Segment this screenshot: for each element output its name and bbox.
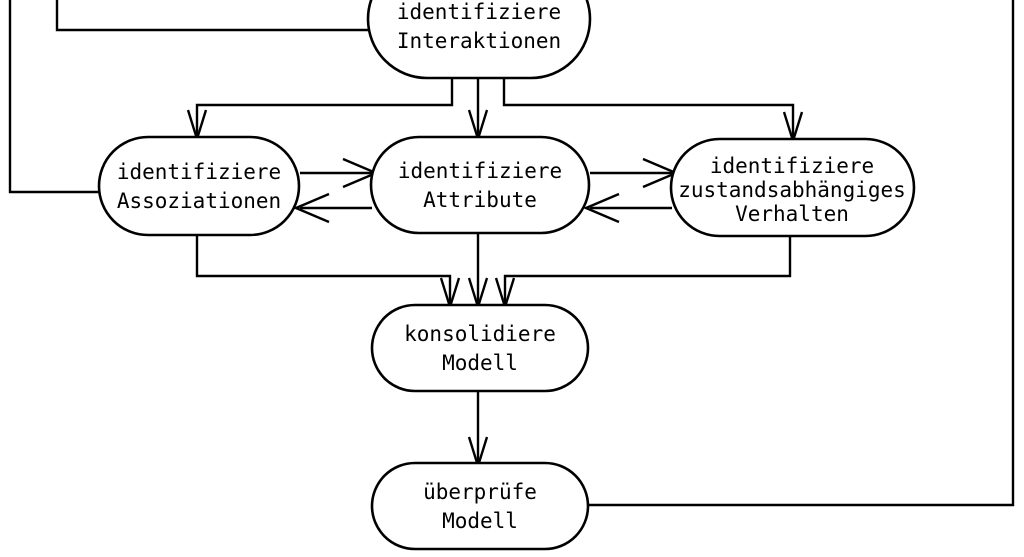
feedback-left-outer-path: [8, 0, 110, 194]
node-attribute-label-line1: identifiziere: [398, 159, 562, 183]
edge-attribute-to-verhalten: [590, 157, 680, 189]
node-verhalten-shape[interactable]: [669, 137, 916, 238]
node-konsolidiere-shape[interactable]: [370, 303, 590, 393]
feedback-left-inner-path: [55, 0, 380, 32]
node-assoziationen-label-line1: identifiziere: [117, 160, 281, 184]
arrowhead-left-attribute: [582, 192, 620, 224]
node-konsolidiere-label-line2: Modell: [442, 351, 518, 375]
edge-attribute-to-konsolidiere: [467, 232, 489, 312]
node-ueberpruefe-shape[interactable]: [370, 461, 590, 551]
node-interaktionen-label-line2: Interaktionen: [397, 29, 561, 53]
node-interaktionen-label-line1: identifiziere: [397, 0, 561, 24]
node-verhalten-label-line3: Verhalten: [735, 202, 849, 226]
node-identifiziere-zustandsabhaengiges-verhalten[interactable]: identifiziere zustandsabhängiges Verhalt…: [669, 137, 916, 238]
edge-interaktionen-to-attribute: [467, 78, 489, 144]
edge-ueberpruefe-feedback-right: [588, 0, 1015, 507]
interaktionen-to-assoziationen-path: [195, 78, 454, 135]
node-assoziationen-shape[interactable]: [97, 135, 301, 237]
node-ueberpruefe-label-line2: Modell: [442, 509, 518, 533]
edge-interaktionen-to-verhalten: [502, 78, 804, 146]
node-identifiziere-attribute[interactable]: identifiziere Attribute: [369, 135, 591, 235]
node-ueberpruefe-modell[interactable]: überprüfe Modell: [370, 461, 590, 551]
node-konsolidiere-modell[interactable]: konsolidiere Modell: [370, 303, 590, 393]
verhalten-to-konsolidiere-path: [503, 235, 792, 303]
edge-assoziationen-to-konsolidiere: [195, 235, 461, 312]
assoziationen-to-konsolidiere-path: [195, 235, 452, 303]
edge-interaktionen-to-assoziationen: [186, 78, 454, 144]
node-ueberpruefe-label-line1: überprüfe: [423, 480, 537, 504]
node-assoziationen-label-line2: Assoziationen: [117, 189, 281, 213]
edge-attribute-to-assoziationen: [292, 192, 372, 224]
edge-feedback-left-inner: [55, 0, 380, 32]
edge-verhalten-to-konsolidiere: [494, 235, 792, 312]
node-attribute-shape[interactable]: [369, 135, 591, 235]
arrowhead-left-assoziationen: [292, 192, 330, 224]
node-interaktionen-shape[interactable]: [366, 0, 592, 80]
node-identifiziere-assoziationen[interactable]: identifiziere Assoziationen: [97, 135, 301, 237]
edge-assoziationen-to-attribute: [300, 157, 380, 189]
node-attribute-label-line2: Attribute: [423, 188, 537, 212]
node-verhalten-label-line1: identifiziere: [710, 154, 874, 178]
interaktionen-to-verhalten-path: [502, 78, 795, 137]
edge-verhalten-to-attribute: [582, 192, 672, 224]
edge-konsolidiere-to-ueberpruefe: [467, 390, 489, 471]
node-identifiziere-interaktionen[interactable]: identifiziere Interaktionen: [366, 0, 592, 80]
ueberpruefe-feedback-right-path: [588, 0, 1015, 507]
edge-feedback-left-outer: [8, 0, 110, 194]
node-konsolidiere-label-line1: konsolidiere: [404, 322, 556, 346]
node-verhalten-label-line2: zustandsabhängiges: [678, 178, 906, 202]
